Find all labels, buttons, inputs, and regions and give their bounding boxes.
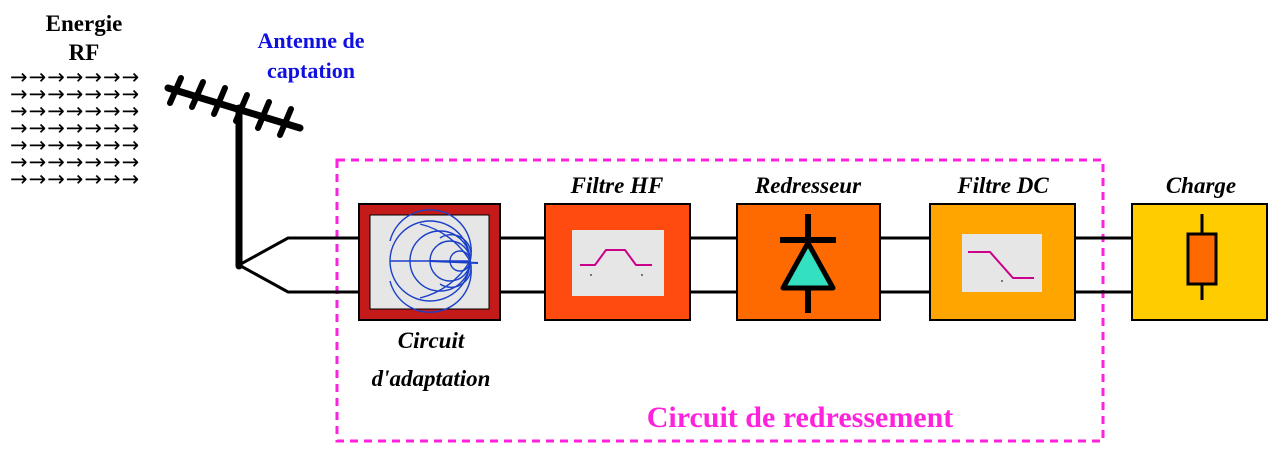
yagi-antenna-icon xyxy=(164,75,304,270)
arrow-row: →→→→→→→ xyxy=(10,82,140,106)
arrow-row: →→→→→→→ xyxy=(10,133,140,157)
rectification-circuit-frame xyxy=(335,158,1105,443)
arrow-row: →→→→→→→ xyxy=(10,65,140,89)
dc-filter-block xyxy=(929,203,1076,321)
arrow-row: →→→→→→→ xyxy=(10,167,140,191)
rectification-circuit-label: Circuit de redressement xyxy=(647,401,954,434)
lowpass-response-icon xyxy=(968,251,1034,279)
diode-icon xyxy=(780,214,836,313)
matching-circuit-label: Circuit xyxy=(398,328,465,353)
dc-filter-label: Filtre DC xyxy=(956,173,1049,198)
rectifier-label: Redresseur xyxy=(754,173,862,198)
hf-filter-block xyxy=(544,203,691,321)
load-label: Charge xyxy=(1166,173,1236,198)
hf-filter-label: Filtre HF xyxy=(570,173,664,198)
smith-chart-icon xyxy=(389,209,479,313)
transmission-lines xyxy=(238,236,1132,294)
antenna-label: Antenne de xyxy=(258,28,365,53)
resistor-icon xyxy=(1186,214,1218,300)
matching-circuit-block xyxy=(358,203,501,321)
bandpass-response-icon xyxy=(580,249,652,266)
arrow-row: →→→→→→→ xyxy=(10,116,140,140)
rf-energy-arrows: →→→→→→→ →→→→→→→ →→→→→→→ →→→→→→→ →→→→→→→ … xyxy=(10,65,140,191)
load-block xyxy=(1131,203,1268,321)
arrow-row: →→→→→→→ xyxy=(10,150,140,174)
rectifier-block xyxy=(736,203,881,321)
rf-energy-label: Energie xyxy=(46,11,123,36)
rf-energy-label: RF xyxy=(69,40,100,65)
arrow-row: →→→→→→→ xyxy=(10,99,140,123)
matching-circuit-label: d'adaptation xyxy=(372,366,491,391)
antenna-label: captation xyxy=(267,58,355,83)
